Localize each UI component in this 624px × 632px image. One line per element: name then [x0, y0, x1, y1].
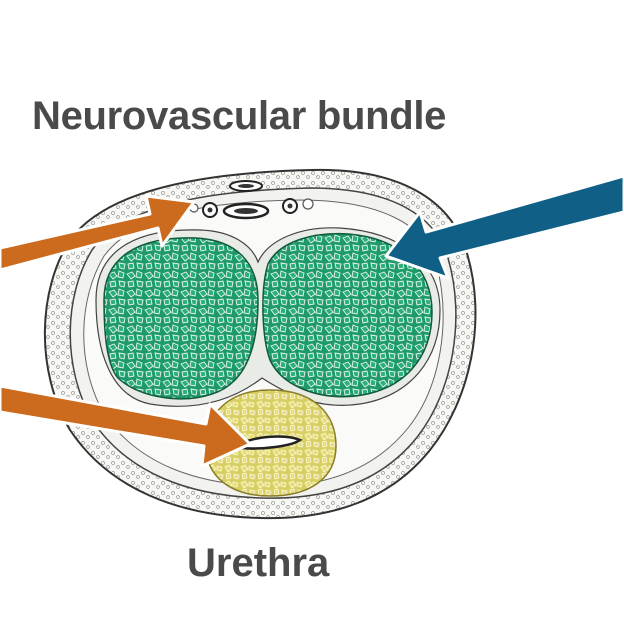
urethra-label: Urethra — [187, 541, 330, 585]
orange-arrow — [0, 194, 196, 272]
corpus-cavernosum-left — [103, 237, 259, 400]
corpus-cavernosum-right — [262, 232, 433, 398]
urethra-lumen — [238, 435, 303, 450]
neurovascular-bundle-label: Neurovascular bundle — [32, 94, 447, 138]
orange-arrow — [0, 384, 252, 468]
blue-arrow — [384, 174, 624, 280]
